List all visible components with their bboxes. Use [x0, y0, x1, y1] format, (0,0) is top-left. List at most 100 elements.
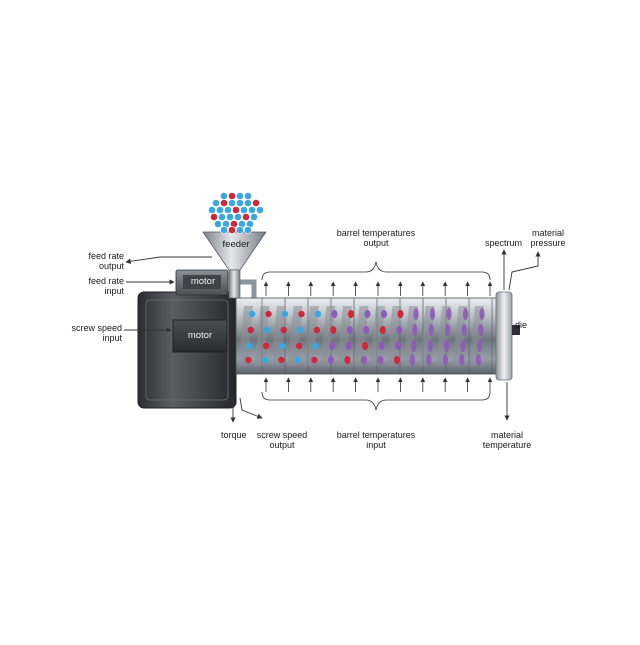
pellet	[279, 343, 285, 349]
pellet	[265, 311, 271, 317]
melt-streak	[463, 308, 468, 320]
pellet	[315, 311, 321, 317]
melt-blob	[362, 342, 368, 350]
screw-speed-output-line2: output	[252, 440, 312, 450]
bottom-bracket-brace	[262, 392, 490, 410]
material-pressure-label: material pressure	[525, 228, 571, 248]
hopper-pellet	[242, 213, 249, 220]
pellet	[249, 311, 255, 317]
hopper-pellet	[212, 199, 219, 206]
melt-blob	[380, 326, 386, 334]
hopper-pellet	[210, 213, 217, 220]
hopper-pellet	[236, 226, 243, 233]
melt-streak	[411, 340, 416, 352]
pellet	[278, 357, 284, 363]
hopper-pellet	[244, 192, 251, 199]
melt-streak	[410, 354, 415, 366]
die-flange	[496, 292, 520, 380]
melt-blob	[344, 356, 350, 364]
feed-rate-input-line1: feed rate	[70, 276, 124, 286]
melt-streak	[428, 340, 433, 352]
hopper-pellet	[234, 213, 241, 220]
melt-blob	[347, 326, 353, 334]
pellet	[311, 357, 317, 363]
material-temperature-label: material temperature	[478, 430, 536, 450]
pellet	[297, 327, 303, 333]
pellet	[248, 327, 254, 333]
hopper-pellet	[220, 199, 227, 206]
melt-streak	[446, 308, 451, 320]
melt-streak	[443, 354, 448, 366]
melt-blob	[398, 310, 404, 318]
hopper-pellet	[250, 213, 257, 220]
pellet	[262, 357, 268, 363]
hopper-pellet	[252, 199, 259, 206]
hopper-pellet	[240, 206, 247, 213]
pellet	[298, 311, 304, 317]
screw-speed-input-line1: screw speed	[58, 323, 122, 333]
barrel-temp-input-line2: input	[330, 440, 422, 450]
pellet	[264, 327, 270, 333]
hopper-pellet	[226, 213, 233, 220]
screw-speed-output-arrow	[240, 398, 262, 418]
melt-blob	[330, 326, 336, 334]
hopper-pellet	[256, 206, 263, 213]
hopper-pellet	[244, 226, 251, 233]
main-motor-label: motor	[181, 331, 219, 341]
melt-blob	[346, 342, 352, 350]
hopper-pellet	[220, 192, 227, 199]
melt-blob	[379, 342, 385, 350]
spectrum-label: spectrum	[485, 238, 522, 248]
melt-streak	[412, 324, 417, 336]
pellet	[246, 343, 252, 349]
barrel-temp-output-line1: barrel temperatures	[330, 228, 422, 238]
hopper-pellet	[220, 226, 227, 233]
melt-streak	[459, 354, 464, 366]
melt-blob	[348, 310, 354, 318]
melt-streak	[430, 308, 435, 320]
melt-streak	[478, 324, 483, 336]
pellet	[263, 343, 269, 349]
feed-motor-label: motor	[185, 277, 221, 287]
hopper-pellet	[224, 206, 231, 213]
torque-label: torque	[221, 430, 247, 440]
hopper-pellet	[236, 192, 243, 199]
hopper-pellet	[228, 192, 235, 199]
melt-streak	[426, 354, 431, 366]
barrel-temp-output-line2: output	[330, 238, 422, 248]
melt-streak	[413, 308, 418, 320]
barrel-temp-output-bracket	[262, 262, 490, 296]
material-temperature-line1: material	[478, 430, 536, 440]
melt-blob	[365, 310, 371, 318]
feed-rate-output-line1: feed rate	[70, 251, 124, 261]
melt-blob	[395, 342, 401, 350]
material-pressure-line2: pressure	[525, 238, 571, 248]
hopper-pellet	[228, 226, 235, 233]
screw-speed-input-label: screw speed input	[58, 323, 122, 343]
material-pressure-line1: material	[525, 228, 571, 238]
pellet	[282, 311, 288, 317]
feed-rate-output-line2: output	[70, 261, 124, 271]
hopper-pellet	[248, 206, 255, 213]
material-pressure-arrow	[509, 252, 538, 290]
screw-speed-output-label: screw speed output	[252, 430, 312, 450]
melt-blob	[328, 356, 334, 364]
melt-streak	[476, 354, 481, 366]
hopper-pellet	[218, 213, 225, 220]
melt-streak	[444, 340, 449, 352]
screw-speed-output-line1: screw speed	[252, 430, 312, 440]
melt-streak	[477, 340, 482, 352]
melt-streak	[429, 324, 434, 336]
barrel	[236, 298, 498, 374]
melt-streak	[461, 340, 466, 352]
melt-streak	[445, 324, 450, 336]
barrel-temp-input-label: barrel temperatures input	[330, 430, 422, 450]
melt-blob	[329, 342, 335, 350]
pellet	[281, 327, 287, 333]
melt-streak	[462, 324, 467, 336]
feeder-label: feeder	[218, 240, 254, 250]
melt-blob	[381, 310, 387, 318]
melt-blob	[363, 326, 369, 334]
melt-blob	[396, 326, 402, 334]
